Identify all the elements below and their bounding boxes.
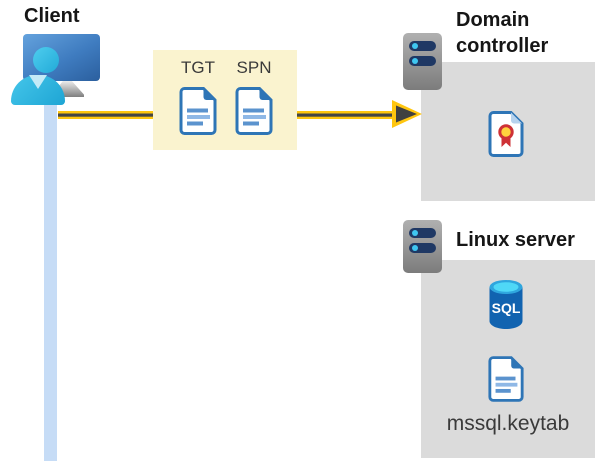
sql-database-icon: SQL: [489, 280, 523, 329]
server-led: [412, 230, 418, 236]
domain-controller-server-icon: [403, 33, 442, 90]
server-slot: [409, 228, 436, 238]
keytab-filename-label: mssql.keytab: [446, 412, 570, 435]
client-label: Client: [24, 5, 80, 27]
domain-controller-label: Domain controller: [456, 9, 549, 57]
tgt-label: TGT: [181, 58, 215, 77]
server-led: [412, 245, 418, 251]
server-led: [412, 58, 418, 64]
client-lifeline: [44, 95, 57, 461]
linux-server-label: Linux server: [456, 229, 575, 251]
spn-label: SPN: [236, 58, 272, 77]
sql-badge-text: SQL: [492, 300, 521, 316]
server-slot: [409, 56, 436, 66]
user-collar-shape: [29, 75, 47, 89]
certificate-icon: [488, 111, 524, 157]
server-slot: [409, 41, 436, 51]
server-led: [412, 43, 418, 49]
keytab-document-icon: [488, 356, 524, 402]
server-slot: [409, 243, 436, 253]
spn-document-icon: [235, 87, 273, 135]
user-icon: [33, 47, 59, 73]
linux-server-icon: [403, 220, 442, 273]
message-box: [153, 50, 297, 150]
tgt-document-icon: [179, 87, 217, 135]
